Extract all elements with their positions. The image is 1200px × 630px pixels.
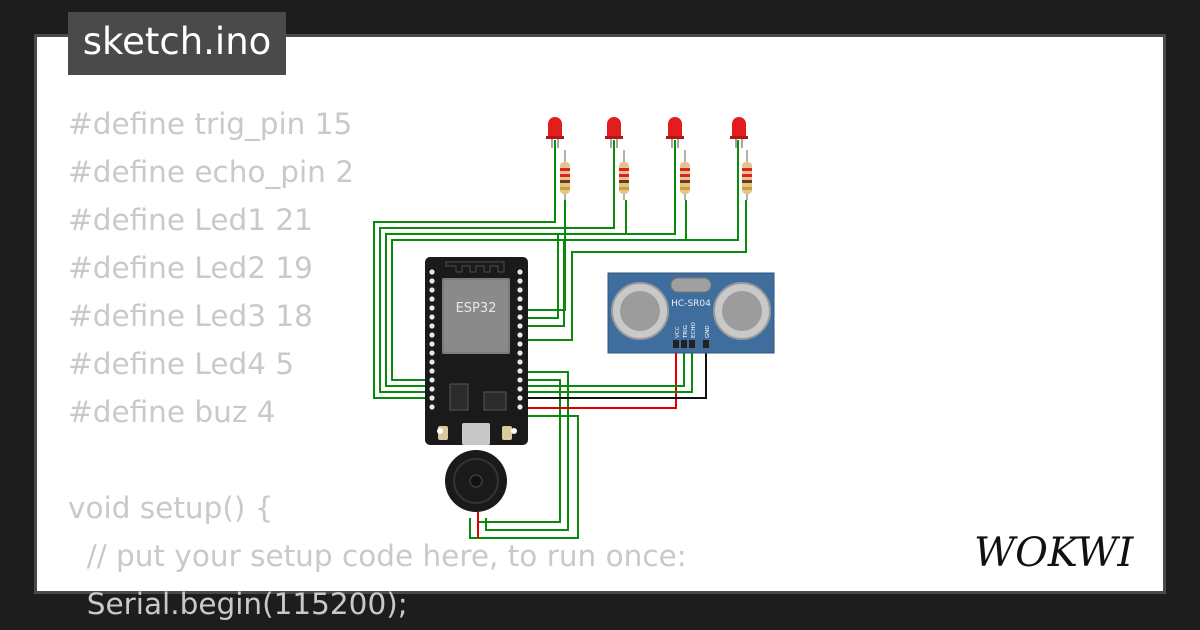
buzzer-icon	[445, 450, 507, 512]
code-editor: #define trig_pin 15 #define echo_pin 2 #de…	[68, 100, 687, 628]
vcc-wire	[520, 344, 677, 409]
code-line: #define trig_pin 15	[68, 107, 353, 141]
code-line: #define Led3 18	[68, 299, 313, 333]
echo-wire	[520, 344, 693, 393]
sensor-pin-trig: TRIG	[683, 325, 689, 339]
gnd-wire	[520, 344, 707, 399]
sensor-pin-echo: ECHO	[691, 322, 697, 338]
led-icon	[730, 117, 748, 148]
trig-wire	[520, 344, 685, 387]
code-line: #define Led4 5	[68, 347, 295, 381]
chip-label: ESP32	[456, 301, 497, 316]
led-icon	[605, 117, 623, 148]
led-icon	[666, 117, 684, 148]
resistor-icon	[680, 150, 690, 200]
code-line: Serial.begin(115200);	[68, 587, 408, 621]
code-line: #define Led1 21	[68, 203, 313, 237]
esp32-pins-left	[429, 269, 435, 410]
led-group	[546, 117, 748, 148]
sensor-model-label: HC-SR04	[671, 299, 711, 309]
file-tab[interactable]: sketch.ino	[68, 12, 286, 75]
logo-text: WOKWI	[974, 530, 1134, 576]
code-line: void setup() {	[68, 491, 274, 525]
esp32-board: ESP32	[425, 257, 528, 445]
file-tab-label: sketch.ino	[82, 20, 272, 63]
sensor-pin-gnd: GND	[705, 325, 711, 338]
usb-port	[462, 423, 490, 445]
code-line: // put your setup code here, to run once…	[68, 539, 687, 573]
green-wires	[373, 140, 747, 539]
code-line: #define buz 4	[68, 395, 276, 429]
resistor-icon	[560, 150, 570, 200]
sensor-pin-vcc: VCC	[675, 326, 681, 338]
led-icon	[546, 117, 564, 148]
code-preview-card	[34, 34, 1166, 594]
resistor-icon	[742, 150, 752, 200]
wokwi-logo-icon: WOKWI	[974, 530, 1134, 576]
ultrasonic-sensor: HC-SR04 VCC TRIG ECHO GND	[607, 272, 775, 354]
resistor-icon	[619, 150, 629, 200]
esp32-pins-right	[517, 269, 523, 410]
code-line: #define Led2 19	[68, 251, 313, 285]
code-line: #define echo_pin 2	[68, 155, 355, 189]
resistor-group	[560, 150, 752, 200]
